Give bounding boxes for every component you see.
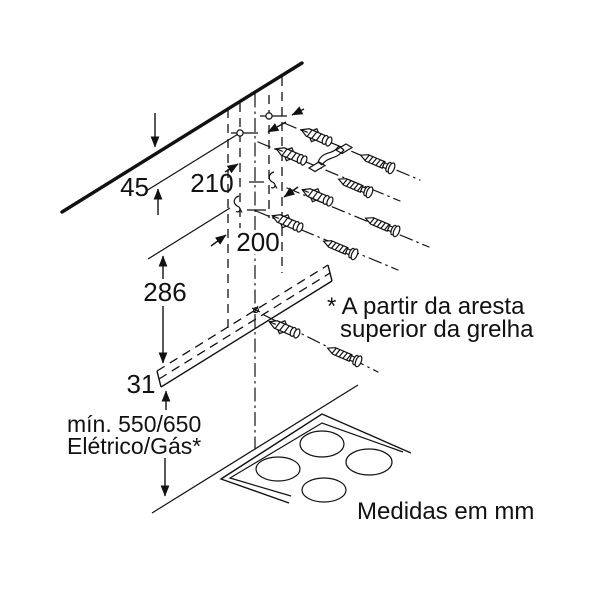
rail-screw-hole [251,305,261,314]
hook-symbol [268,171,278,190]
burner [255,456,301,482]
lower-holes-row-line [147,207,231,260]
dimension-min-clearance: mín. 550/650 Elétrico/Gás* [67,411,201,497]
dim-286-label: 286 [143,277,186,307]
footnote: * A partir da aresta superior da grelha [327,293,534,343]
screw-icon [357,149,397,176]
wall-anchor-icon [272,141,310,169]
lower-mounting-rail [156,264,333,388]
wall-anchor-icon [298,182,336,210]
dim-45-label: 45 [120,172,149,202]
dim-31-label: 31 [127,369,156,399]
dimension-45: 45 [120,113,163,215]
dim-210-label: 210 [190,168,233,198]
screw-icon [324,342,364,369]
burner [345,448,393,476]
dim-200-label: 200 [236,227,279,257]
drill-holes [231,112,287,211]
hob-outer-edge [219,413,412,504]
units-note: Medidas em mm [357,498,534,525]
hook-symbol [233,195,243,214]
wall-anchor-icon [297,122,335,150]
chimney-support-bracket [307,143,354,173]
hob-with-4-burners [151,384,412,514]
top-holes-row-line [145,130,244,192]
hole-pointer-arrow [267,121,287,133]
footnote-line2: superior da grelha [340,316,534,343]
dimension-210: 210 [190,163,239,198]
footnote-line1: * A partir da aresta [327,293,525,320]
hole-pointer-arrow [291,106,305,116]
screw-icon [335,173,375,200]
dimension-286: 286 [143,255,187,364]
screw-icon [320,235,360,262]
burner [299,430,345,458]
ceiling-line [60,61,304,214]
hob-inner-edge [228,422,404,497]
fuel-type-label: Elétrico/Gás* [67,433,201,459]
burner [301,477,347,503]
dimension-200: 200 [210,186,299,257]
drill-hole [265,112,273,120]
screw-icon [362,212,402,239]
min-clearance-label: mín. 550/650 [67,411,201,437]
drill-hole [236,129,244,137]
dimension-31: 31 [127,369,171,410]
hob-surface-reference-line [151,384,359,514]
